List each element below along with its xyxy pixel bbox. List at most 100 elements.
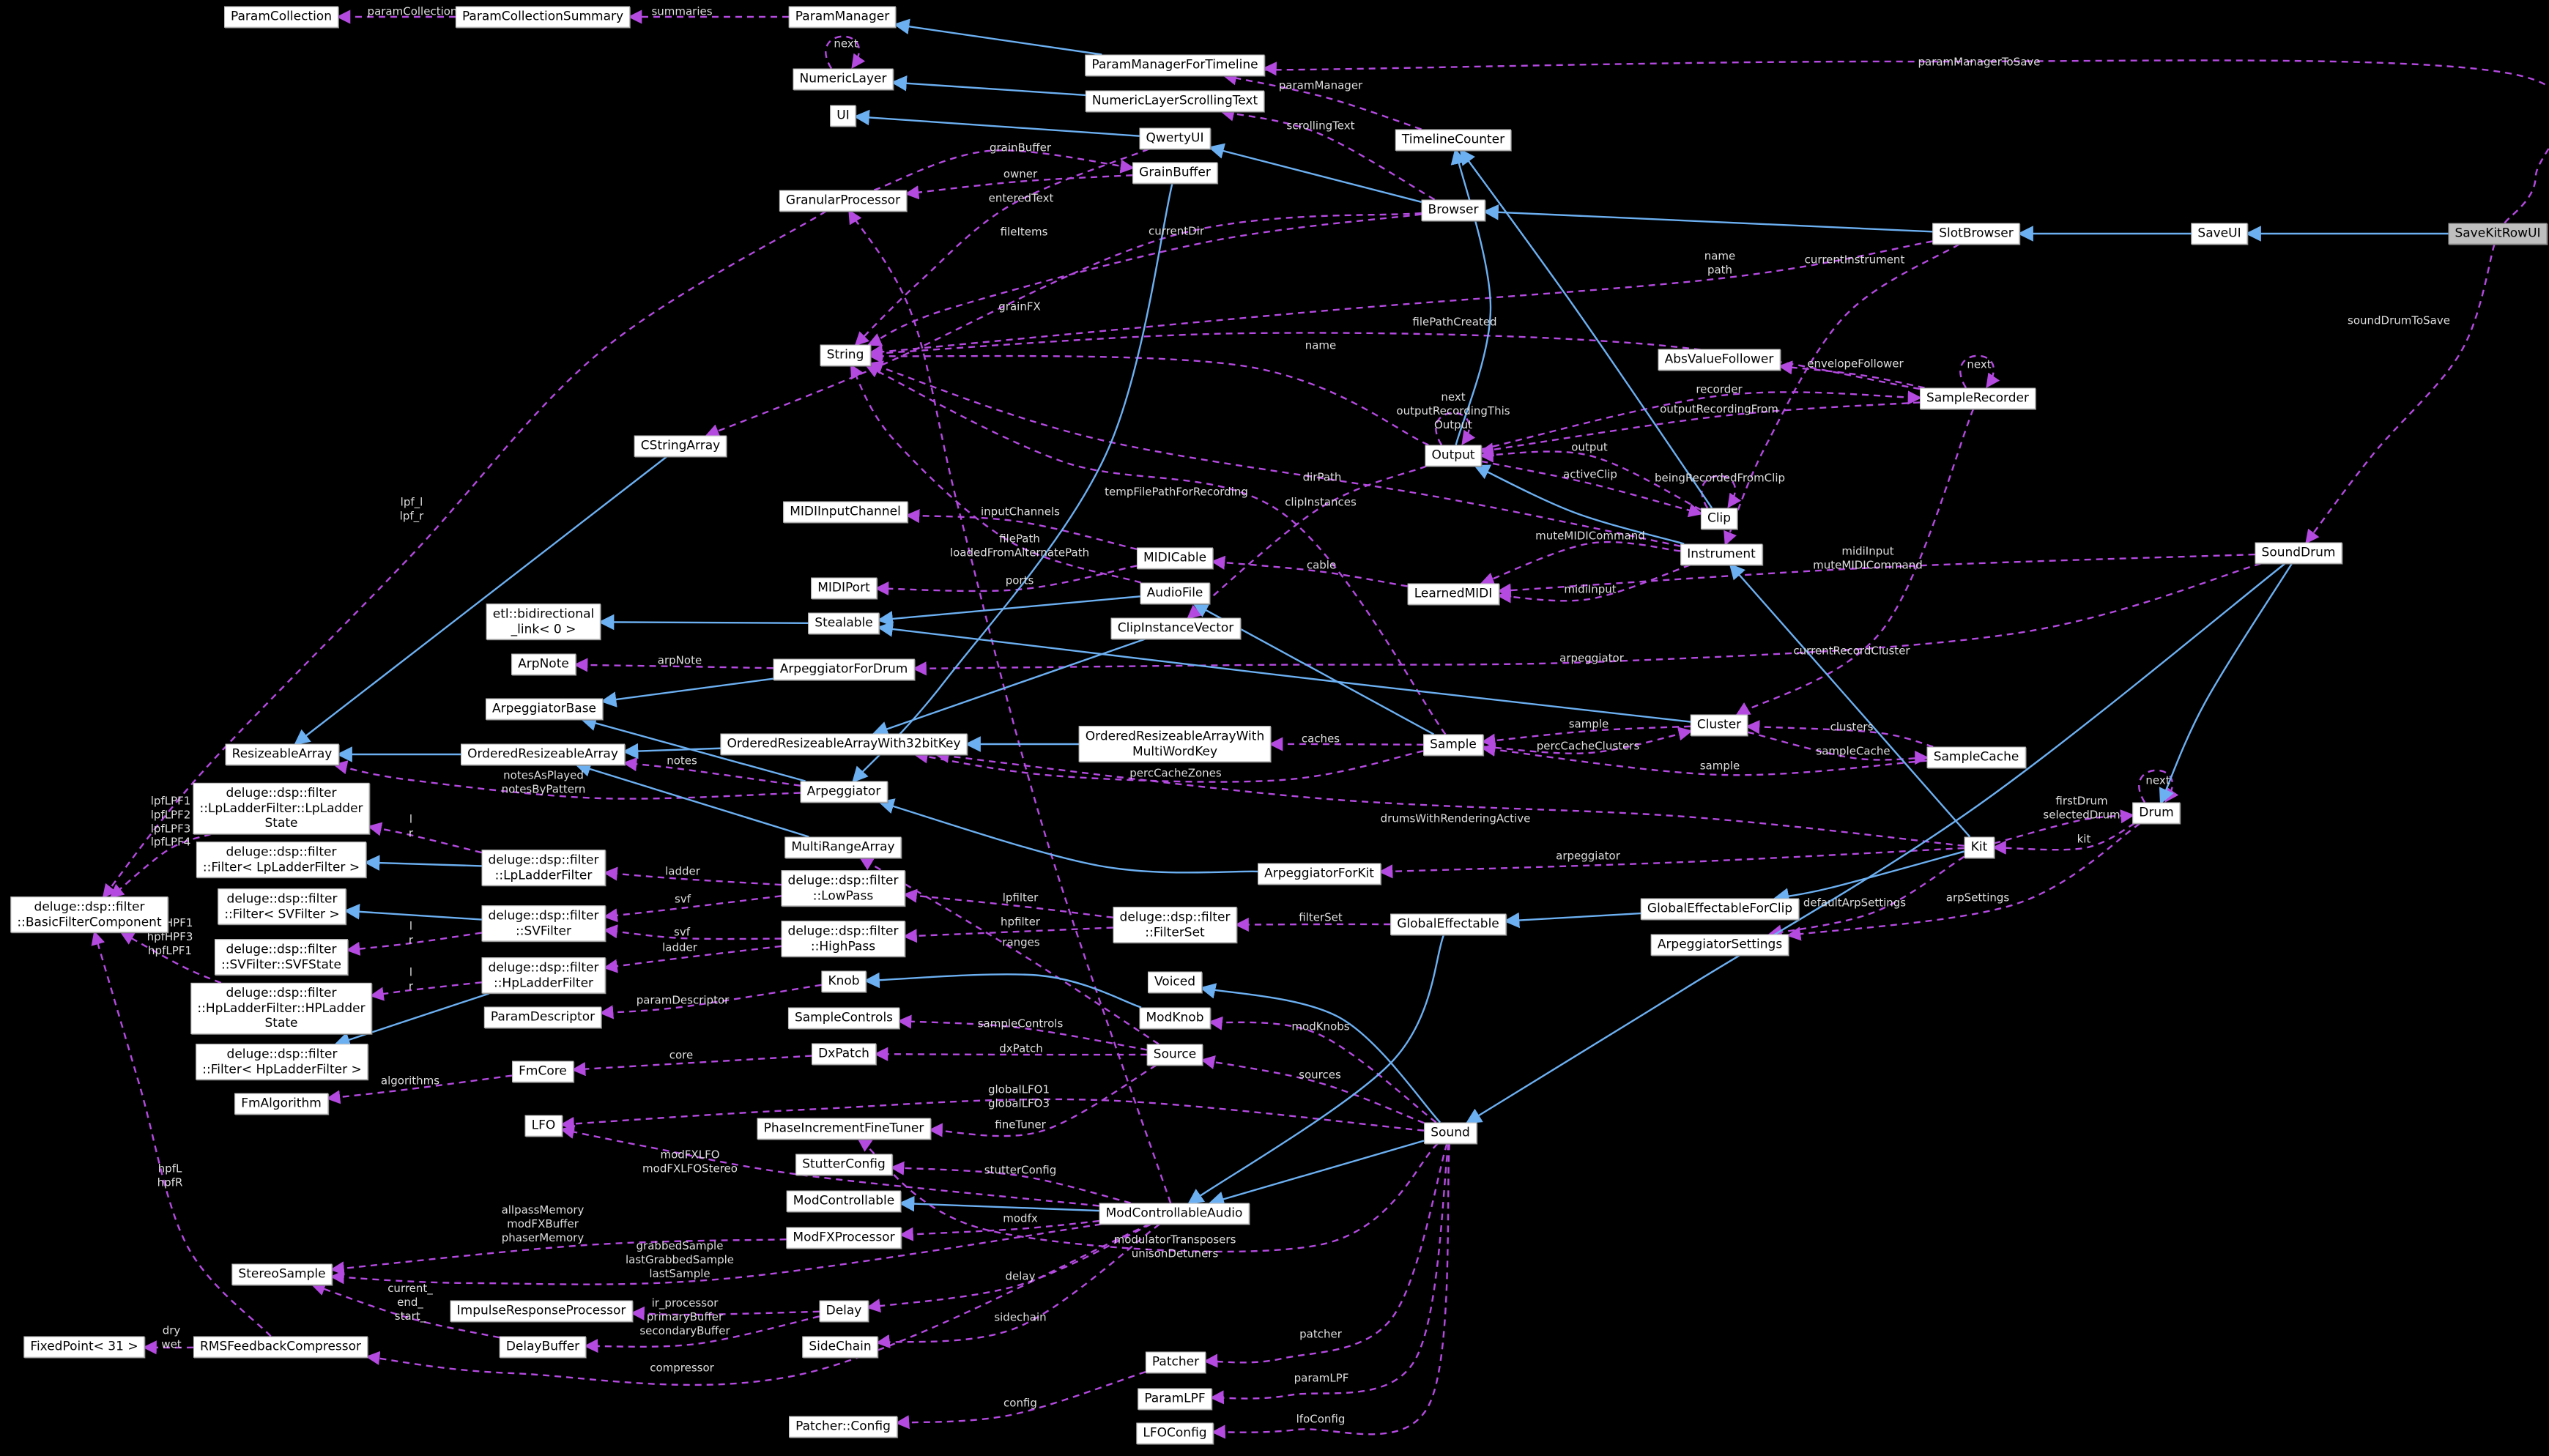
node-output[interactable]: Output bbox=[1425, 445, 1482, 467]
node-hpladder-state[interactable]: deluge::dsp::filter ::HpLadderFilter::HP… bbox=[190, 982, 372, 1035]
node-dx-patch[interactable]: DxPatch bbox=[812, 1043, 876, 1065]
node-browser[interactable]: Browser bbox=[1421, 199, 1485, 221]
usage-edge bbox=[119, 932, 222, 984]
node-midicable[interactable]: MIDICable bbox=[1136, 547, 1214, 569]
edge-label-clusters: clusters bbox=[1830, 720, 1874, 734]
edge-label-envelope-follower: envelopeFollower bbox=[1807, 357, 1904, 371]
node-qwerty-ui[interactable]: QwertyUI bbox=[1139, 127, 1211, 149]
node-param-collection[interactable]: ParamCollection bbox=[224, 6, 338, 28]
edge-label-sidechain: sidechain bbox=[994, 1310, 1047, 1324]
node-filter-set[interactable]: deluge::dsp::filter ::FilterSet bbox=[1113, 907, 1237, 943]
node-low-pass[interactable]: deluge::dsp::filter ::LowPass bbox=[781, 870, 905, 907]
node-param-collection-summary[interactable]: ParamCollectionSummary bbox=[455, 6, 631, 28]
node-basic-filter-component[interactable]: deluge::dsp::filter ::BasicFilterCompone… bbox=[10, 896, 168, 933]
node-delay-buffer[interactable]: DelayBuffer bbox=[499, 1336, 587, 1358]
node-patcher-config[interactable]: Patcher::Config bbox=[789, 1416, 897, 1438]
node-side-chain[interactable]: SideChain bbox=[802, 1336, 878, 1358]
node-delay[interactable]: Delay bbox=[819, 1300, 869, 1322]
node-mod-fxprocessor[interactable]: ModFXProcessor bbox=[786, 1227, 902, 1249]
node-param-lpf[interactable]: ParamLPF bbox=[1138, 1388, 1212, 1410]
usage-edge bbox=[369, 981, 482, 1001]
node-filter-hp[interactable]: deluge::dsp::filter ::Filter< HpLadderFi… bbox=[196, 1044, 368, 1080]
node-sample[interactable]: Sample bbox=[1423, 734, 1483, 756]
node-ui[interactable]: UI bbox=[830, 105, 856, 127]
node-filter-lp[interactable]: deluge::dsp::filter ::Filter< LpLadderFi… bbox=[196, 842, 367, 878]
node-arp-note[interactable]: ArpNote bbox=[511, 653, 576, 675]
node-abs-value-follower[interactable]: AbsValueFollower bbox=[1658, 349, 1781, 371]
node-save-kit-row-ui[interactable]: SaveKitRowUI bbox=[2448, 223, 2548, 245]
node-etl-link[interactable]: etl::bidirectional _link< 0 > bbox=[486, 603, 601, 640]
node-midiinput-channel[interactable]: MIDIInputChannel bbox=[783, 501, 908, 523]
node-learned-midi[interactable]: LearnedMIDI bbox=[1407, 583, 1499, 605]
node-midiport[interactable]: MIDIPort bbox=[811, 577, 877, 599]
node-arpeggiator-base[interactable]: ArpeggiatorBase bbox=[485, 698, 604, 720]
node-timeline-counter[interactable]: TimelineCounter bbox=[1395, 129, 1512, 151]
node-ordered-resizeable-array[interactable]: OrderedResizeableArray bbox=[461, 743, 625, 765]
node-numeric-layer-scrolling-text[interactable]: NumericLayerScrollingText bbox=[1085, 90, 1265, 112]
node-kit[interactable]: Kit bbox=[1964, 836, 1995, 858]
node-ora32[interactable]: OrderedResizeableArrayWith32bitKey bbox=[720, 733, 968, 755]
node-arpeggiator[interactable]: Arpeggiator bbox=[800, 781, 888, 803]
node-clip[interactable]: Clip bbox=[1700, 508, 1738, 530]
node-mod-controllable[interactable]: ModControllable bbox=[786, 1190, 902, 1212]
node-knob[interactable]: Knob bbox=[821, 970, 867, 992]
node-sound-drum[interactable]: SoundDrum bbox=[2255, 542, 2342, 564]
node-sample-cache[interactable]: SampleCache bbox=[1926, 746, 2026, 768]
node-global-effectable-for-clip[interactable]: GlobalEffectableForClip bbox=[1640, 898, 1800, 920]
node-param-manager[interactable]: ParamManager bbox=[788, 6, 897, 28]
node-save-ui[interactable]: SaveUI bbox=[2191, 223, 2248, 245]
node-svfstate[interactable]: deluge::dsp::filter ::SVFilter::SVFState bbox=[214, 939, 349, 976]
node-fm-core[interactable]: FmCore bbox=[512, 1061, 574, 1082]
node-multi-range-array[interactable]: MultiRangeArray bbox=[784, 836, 902, 858]
node-voiced[interactable]: Voiced bbox=[1147, 971, 1203, 993]
node-arpeggiator-settings[interactable]: ArpeggiatorSettings bbox=[1650, 934, 1789, 956]
node-cstring-array[interactable]: CStringArray bbox=[634, 435, 727, 457]
node-clip-instance-vector[interactable]: ClipInstanceVector bbox=[1110, 617, 1241, 639]
node-slot-browser[interactable]: SlotBrowser bbox=[1932, 223, 2020, 245]
node-arpeggiator-for-drum[interactable]: ArpeggiatorForDrum bbox=[773, 658, 915, 680]
node-sample-recorder[interactable]: SampleRecorder bbox=[1920, 387, 2036, 409]
node-oramwk[interactable]: OrderedResizeableArrayWith MultiWordKey bbox=[1078, 726, 1272, 762]
node-stutter-config[interactable]: StutterConfig bbox=[795, 1154, 892, 1175]
node-svfilter[interactable]: deluge::dsp::filter ::SVFilter bbox=[481, 905, 606, 942]
node-lp-ladder-state[interactable]: deluge::dsp::filter ::LpLadderFilter::Lp… bbox=[193, 782, 370, 835]
edge-label-param-collection: paramCollection bbox=[367, 4, 458, 18]
node-param-descriptor[interactable]: ParamDescriptor bbox=[483, 1006, 602, 1028]
node-stealable[interactable]: Stealable bbox=[808, 612, 880, 634]
node-granular-processor[interactable]: GranularProcessor bbox=[779, 190, 908, 212]
node-resizeable-array[interactable]: ResizeableArray bbox=[225, 743, 339, 765]
usage-edge bbox=[346, 932, 482, 956]
node-patcher[interactable]: Patcher bbox=[1145, 1351, 1206, 1373]
node-grain-buffer[interactable]: GrainBuffer bbox=[1132, 162, 1217, 184]
node-source[interactable]: Source bbox=[1146, 1044, 1203, 1066]
node-mod-controllable-audio[interactable]: ModControllableAudio bbox=[1099, 1203, 1250, 1225]
node-instrument[interactable]: Instrument bbox=[1680, 543, 1762, 565]
node-hp-ladder-filter[interactable]: deluge::dsp::filter ::HpLadderFilter bbox=[481, 957, 606, 994]
node-global-effectable[interactable]: GlobalEffectable bbox=[1390, 913, 1506, 935]
node-fixed-point31[interactable]: FixedPoint< 31 > bbox=[23, 1336, 145, 1358]
node-sound[interactable]: Sound bbox=[1424, 1122, 1477, 1144]
node-arpeggiator-for-kit[interactable]: ArpeggiatorForKit bbox=[1258, 863, 1381, 885]
node-lfoconfig[interactable]: LFOConfig bbox=[1136, 1422, 1214, 1444]
node-numeric-layer[interactable]: NumericLayer bbox=[793, 68, 894, 90]
node-drum[interactable]: Drum bbox=[2132, 802, 2181, 824]
node-rmsfeedback-compressor[interactable]: RMSFeedbackCompressor bbox=[193, 1336, 368, 1358]
node-cluster[interactable]: Cluster bbox=[1690, 714, 1748, 736]
node-impulse-response-processor[interactable]: ImpulseResponseProcessor bbox=[450, 1300, 633, 1322]
node-filter-sv[interactable]: deluge::dsp::filter ::Filter< SVFilter > bbox=[218, 888, 346, 925]
edge-label-sample-cache: sampleCache bbox=[1816, 744, 1891, 758]
node-sample-controls[interactable]: SampleControls bbox=[787, 1007, 900, 1029]
inheritance-edge bbox=[1465, 562, 2286, 1124]
edge-label-allpass-memory: allpassMemory modFXBuffer phaserMemory bbox=[501, 1203, 585, 1244]
node-mod-knob[interactable]: ModKnob bbox=[1139, 1007, 1211, 1029]
node-string[interactable]: String bbox=[820, 344, 871, 366]
node-lfo[interactable]: LFO bbox=[524, 1115, 563, 1137]
node-high-pass[interactable]: deluge::dsp::filter ::HighPass bbox=[781, 921, 905, 957]
node-fm-algorithm[interactable]: FmAlgorithm bbox=[234, 1093, 328, 1115]
node-lp-ladder-filter[interactable]: deluge::dsp::filter ::LpLadderFilter bbox=[481, 850, 606, 886]
node-audio-file[interactable]: AudioFile bbox=[1140, 582, 1210, 604]
node-phase-increment-fine-tuner[interactable]: PhaseIncrementFineTuner bbox=[757, 1118, 931, 1140]
node-stereo-sample[interactable]: StereoSample bbox=[231, 1263, 333, 1285]
node-param-manager-for-timeline[interactable]: ParamManagerForTimeline bbox=[1085, 54, 1265, 76]
usage-edge bbox=[1222, 71, 1422, 130]
